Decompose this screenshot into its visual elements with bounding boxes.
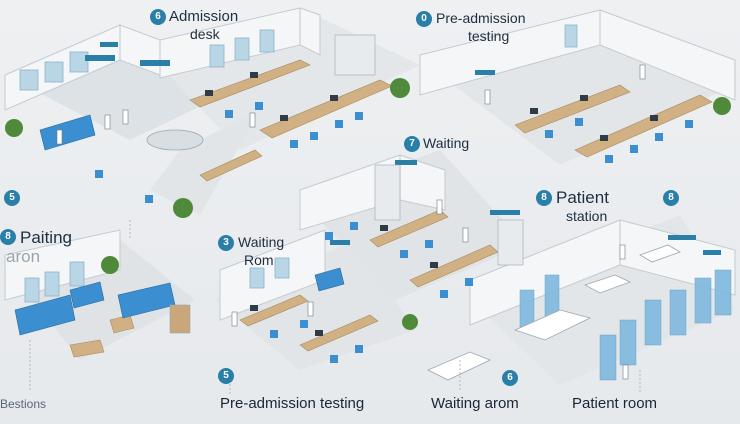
callout-lines [29,220,641,395]
computer-monitors [205,72,658,336]
label-pre-admission-line1: Pre-admission [436,10,526,26]
label-admission-desk-line2: desk [190,26,220,42]
caption-waiting-arom: Waiting arom [431,395,519,412]
caption-patient-room: Patient room [572,395,658,412]
badge-admission-desk: 6 [150,9,166,25]
badge-patient-station: 8 [536,190,552,206]
badge-waiting: 7 [404,136,420,152]
badge-waiting-rom: 3 [218,235,234,251]
badge-paiting: 8 [0,229,16,245]
badge-top-right: 8 [663,190,679,206]
potted-plants [5,78,731,330]
wall-signs [85,42,721,255]
shelves [169,34,524,334]
label-bestions: Bestions [0,397,47,411]
beds-and-carts [427,244,681,381]
label-paiting: Paiting [20,228,72,247]
label-waiting: Waiting [423,135,470,151]
label-patient-station-line1: Patient [556,188,609,207]
badge-bottom-pre: 5 [218,368,234,384]
label-patient-station-line2: station [566,208,608,224]
caption-pre-admission-testing: Pre-admission testing [220,395,365,412]
sofas [14,114,345,336]
label-arom: aron [6,247,41,266]
badge-pre-admission: 0 [416,11,432,27]
badge-left-mid: 5 [4,190,20,206]
label-pre-admission-line2: testing [468,28,510,44]
patient-bay-curtains [519,269,732,381]
desks [69,59,713,358]
label-waiting-rom-line1: Waiting [238,234,285,250]
label-waiting-rom-line2: Rom [244,252,274,268]
windows [19,24,578,303]
chairs [95,102,693,363]
label-admission-desk-line1: Admission [169,8,239,25]
reception-counter [146,129,204,151]
badge-bottom-waiting: 6 [502,370,518,386]
staff-figures [56,64,646,380]
